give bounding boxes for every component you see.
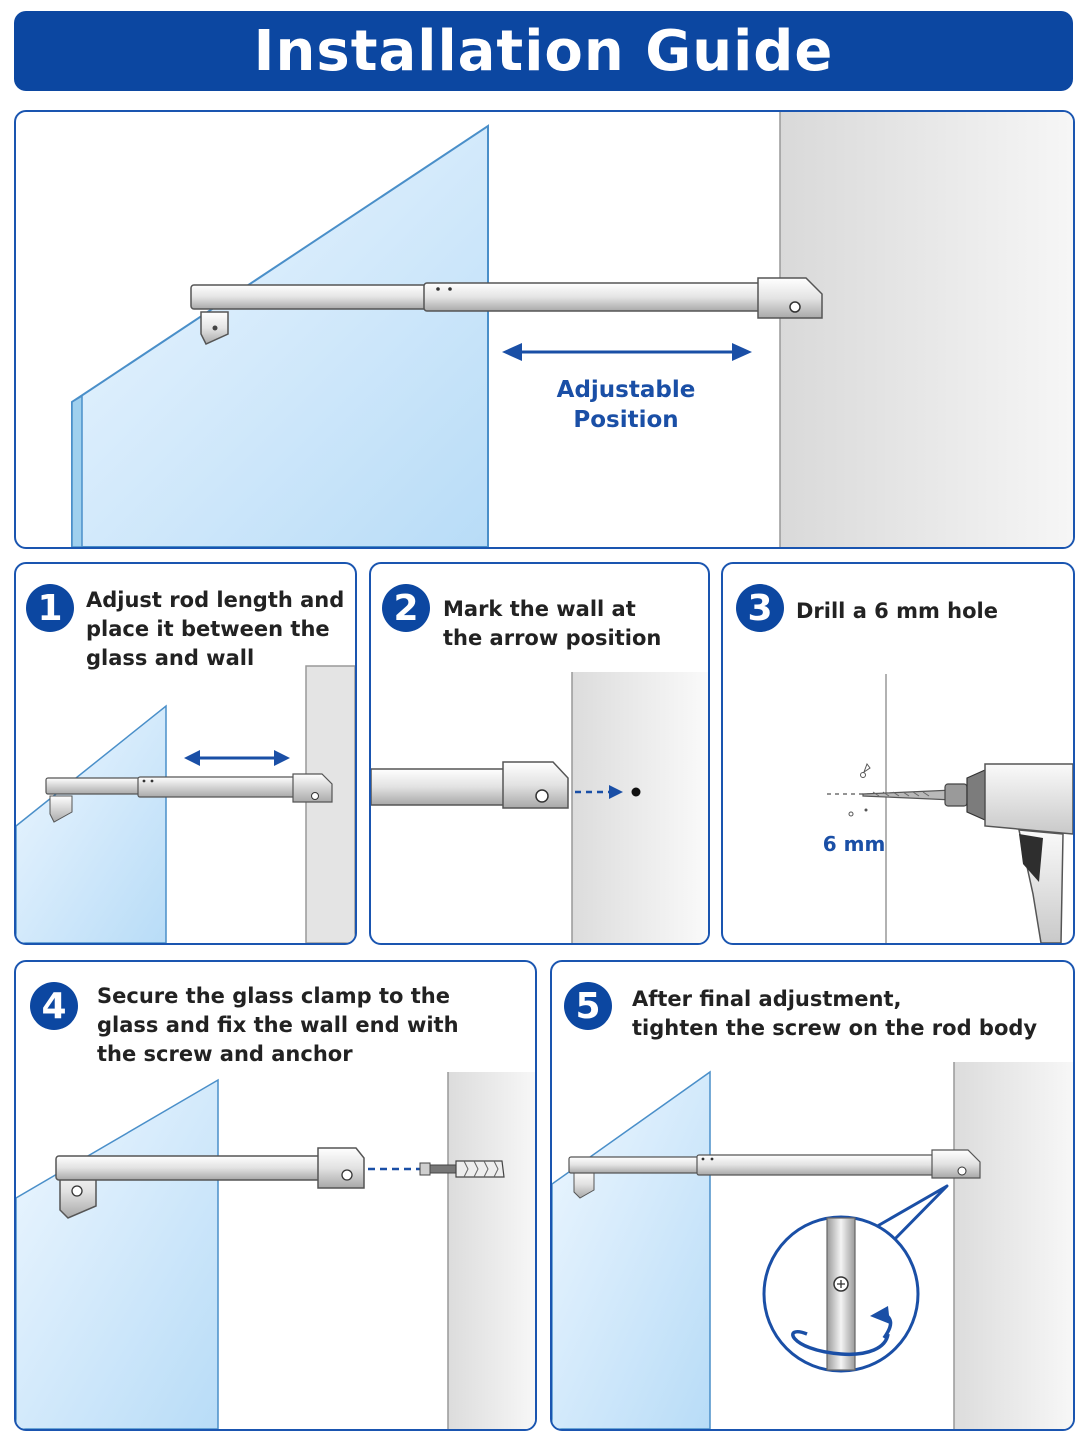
glass-panel	[552, 1070, 711, 1429]
step-2-badge: 2	[382, 584, 430, 632]
dust-particle	[862, 762, 871, 774]
step-1-instructions: Adjust rod length and place it between t…	[86, 586, 351, 673]
glass-panel	[71, 124, 489, 547]
wall-end-bracket	[317, 1147, 365, 1189]
mark-dot	[631, 787, 641, 797]
wall	[572, 672, 708, 943]
step-4-badge: 4	[30, 982, 78, 1030]
wall	[954, 1062, 1073, 1429]
step-3-line-1: Drill a 6 mm hole	[796, 599, 998, 623]
step-4-line-1: Secure the glass clamp to the	[97, 984, 450, 1008]
wall-end-bracket	[757, 277, 823, 319]
step-5-line-2: tighten the screw on the rod body	[632, 1016, 1038, 1040]
step-1-panel: 1 Adjust rod length and place it between…	[14, 562, 357, 945]
step-3-panel: 3 Drill a 6 mm hole 6 mm	[721, 562, 1075, 945]
step-5-panel: 5 After final adjustment, tighten the sc…	[550, 960, 1075, 1431]
step-2-instructions: Mark the wall at the arrow position	[443, 595, 703, 653]
wall	[448, 1072, 535, 1429]
step-1-illustration	[16, 665, 355, 943]
step-3-badge: 3	[736, 584, 784, 632]
wall-end-bracket	[292, 773, 333, 803]
rod	[55, 1155, 323, 1181]
wall	[305, 665, 355, 943]
glass-panel	[16, 704, 167, 943]
double-arrow-icon	[184, 750, 290, 766]
step-3-instructions: Drill a 6 mm hole	[796, 597, 1066, 626]
step-4-illustration	[16, 1072, 535, 1429]
adjustable-position-label: Adjustable Position	[536, 375, 716, 435]
wall-end-bracket	[502, 761, 569, 809]
step-5-instructions: After final adjustment, tighten the scre…	[632, 985, 1067, 1043]
step-4-line-2: glass and fix the wall end with	[97, 1013, 459, 1037]
step-1-line-2: place it between the	[86, 617, 330, 641]
rod	[371, 768, 512, 806]
drill-icon	[944, 763, 1073, 943]
step-4-instructions: Secure the glass clamp to the glass and …	[97, 982, 522, 1069]
label-line-2: Position	[573, 407, 679, 433]
header-banner: Installation Guide	[14, 11, 1073, 91]
step-2-panel: 2 Mark the wall at the arrow position	[369, 562, 710, 945]
label-line-1: Adjustable	[556, 377, 696, 403]
double-arrow-icon	[502, 343, 752, 361]
step-2-line-2: the arrow position	[443, 626, 662, 650]
glass-clamp	[200, 311, 229, 345]
wall-end-bracket	[931, 1149, 981, 1179]
arrow-right-icon	[609, 785, 623, 799]
magnifier-callout	[762, 1184, 949, 1373]
step-5-line-1: After final adjustment,	[632, 987, 902, 1011]
step-3-illustration	[827, 674, 1073, 943]
rotate-arrow-icon	[791, 1306, 893, 1357]
step-1-line-1: Adjust rod length and	[86, 588, 345, 612]
glass-panel	[16, 1078, 219, 1429]
step-2-illustration	[371, 672, 708, 943]
overview-illustration	[71, 112, 1073, 547]
step-1-badge: 1	[26, 584, 74, 632]
step-4-panel: 4 Secure the glass clamp to the glass an…	[14, 960, 537, 1431]
step-5-badge: 5	[564, 982, 612, 1030]
page-title: Installation Guide	[253, 18, 834, 84]
step-5-illustration	[552, 1062, 1073, 1429]
step-2-line-1: Mark the wall at	[443, 597, 636, 621]
step-4-line-3: the screw and anchor	[97, 1042, 353, 1066]
screw-anchor-icon	[419, 1160, 505, 1178]
glass-clamp	[49, 795, 73, 823]
overview-panel: Adjustable Position	[14, 110, 1075, 549]
hole-size-label: 6 mm	[822, 832, 886, 856]
step-1-line-3: glass and wall	[86, 646, 255, 670]
rod-outer	[423, 282, 765, 312]
wall	[780, 112, 1073, 547]
rod-inner	[190, 284, 432, 310]
